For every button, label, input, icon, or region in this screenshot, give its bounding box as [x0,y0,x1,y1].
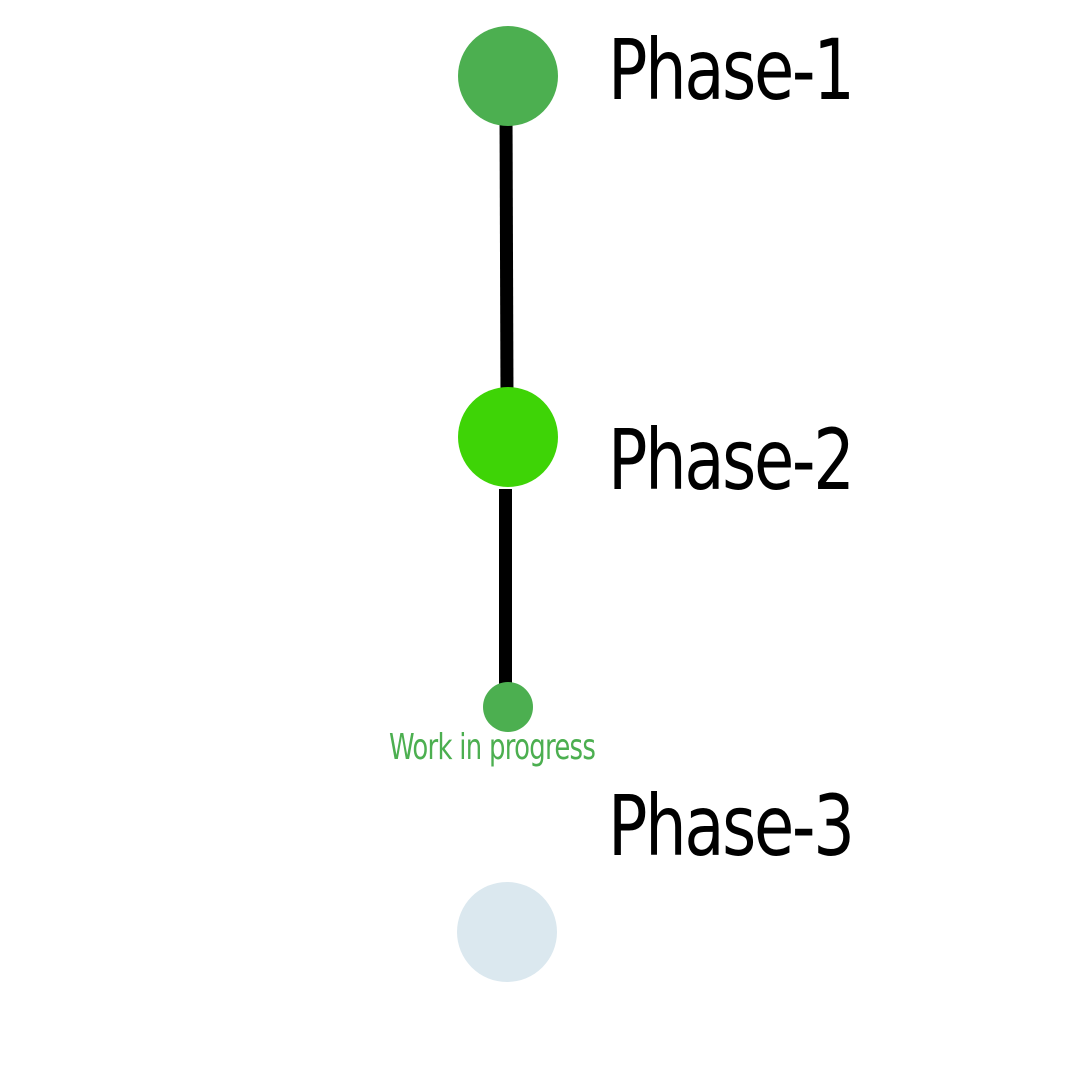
connector-phase1-phase2 [499,118,514,393]
phase-1-label: Phase-1 [608,21,855,119]
phase-3-node [457,882,557,982]
progress-marker [483,682,533,732]
progress-label: Work in progress [389,727,596,768]
phase-1-node [458,26,558,126]
phase-2-label: Phase-2 [608,411,855,509]
phase-3-label: Phase-3 [608,777,855,875]
connector-phase2-progress [499,489,512,689]
phase-2-node [458,387,558,487]
